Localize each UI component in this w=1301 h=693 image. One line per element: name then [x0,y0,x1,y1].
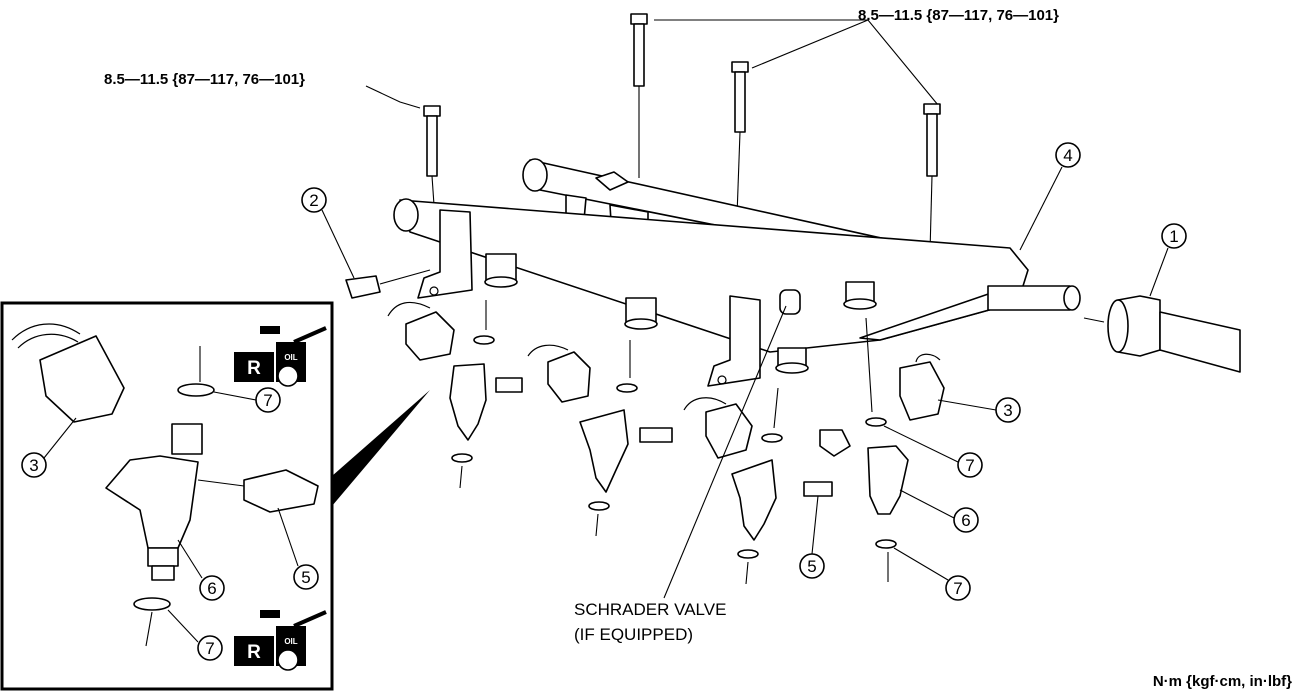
callout-7-main-bottom: 7 [893,547,971,601]
injector-connector-row [387,301,945,541]
callout-2: 2 [301,187,355,279]
svg-text:1: 1 [1169,227,1178,246]
svg-text:3: 3 [1003,401,1012,420]
svg-text:4: 4 [1063,146,1072,165]
callout-7-inset-top: 7 [213,387,281,413]
svg-text:7: 7 [953,579,962,598]
svg-text:5: 5 [807,557,816,576]
injector-bosses [484,253,877,374]
callout-5-inset: 5 [277,507,319,590]
svg-text:R: R [247,358,261,379]
svg-text:OIL: OIL [284,353,297,362]
bolt-back [630,13,648,87]
svg-text:7: 7 [263,391,272,410]
svg-text:SCHRADER VALVE: SCHRADER VALVE [574,600,726,619]
quick-connector [1083,295,1241,373]
replace-oil-badge-bottom: R OIL [234,610,327,671]
bolt-right [923,103,941,177]
svg-text:5: 5 [301,568,310,587]
callout-5-main: 5 [799,495,825,579]
svg-text:OIL: OIL [284,637,297,646]
callout-4: 4 [1019,142,1081,251]
schrader-note: SCHRADER VALVE (IF EQUIPPED) [574,305,787,644]
svg-text:2: 2 [309,191,318,210]
fuel-rail-front [393,198,1081,353]
bolt-mid [731,61,749,133]
torque-spec-right: 8.5—11.5 {87—117, 76—101} [858,7,1059,24]
callout-3-inset: 3 [21,417,77,478]
svg-text:7: 7 [965,456,974,475]
svg-text:7: 7 [205,639,214,658]
svg-text:(IF EQUIPPED): (IF EQUIPPED) [574,625,693,644]
callout-6-inset: 6 [177,539,225,601]
part-2-clip [345,269,431,299]
alignment-lines-main [459,300,889,585]
o-rings-main [451,335,897,559]
torque-units: N·m {kgf·cm, in·lbf} [1153,673,1292,690]
callout-6-main: 6 [899,489,979,533]
svg-text:6: 6 [207,579,216,598]
rail-bracket-right [707,295,761,387]
callout-3-main: 3 [937,397,1021,423]
svg-text:6: 6 [961,511,970,530]
svg-text:3: 3 [29,456,38,475]
torque-spec-left: 8.5—11.5 {87—117, 76—101} [104,71,305,88]
callout-7-main-top: 7 [883,425,983,478]
svg-text:R: R [247,642,261,663]
callout-7-inset-bottom: 7 [167,609,223,661]
torque-leaders [365,19,939,109]
bolt-left [423,105,441,177]
rail-bracket-left [417,209,473,299]
replace-oil-badge-top: R OIL [234,326,327,387]
detail-inset [0,301,430,691]
schrader-valve [779,289,801,315]
callout-1: 1 [1149,223,1187,297]
